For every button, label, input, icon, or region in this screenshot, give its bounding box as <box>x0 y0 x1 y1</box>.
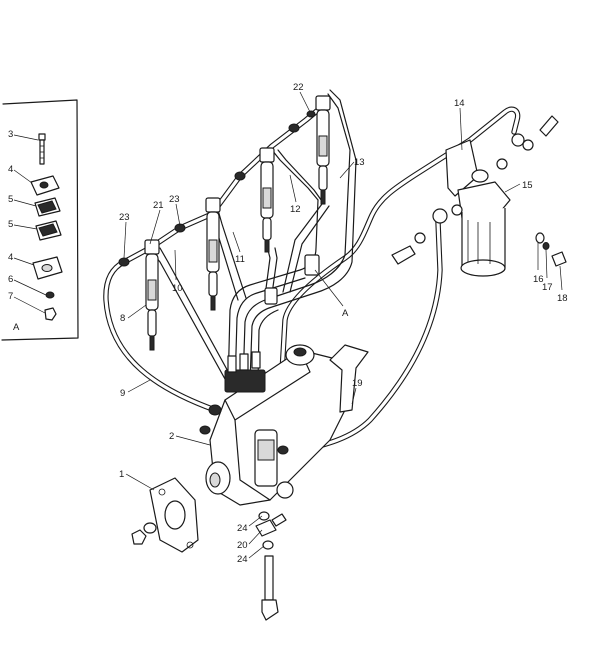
part-6-washer <box>45 291 55 299</box>
fuel-pipes <box>103 89 521 455</box>
callout-22: 22 <box>293 82 304 93</box>
callout-6: 6 <box>8 274 13 285</box>
washer-24-lower <box>262 540 274 550</box>
callout-20: 20 <box>237 540 248 551</box>
callout-15: 15 <box>522 180 533 191</box>
banjo-23-mid <box>174 223 186 233</box>
callout-16: 16 <box>533 274 544 285</box>
callout-4: 4 <box>8 252 13 263</box>
callout-19: 19 <box>352 378 363 389</box>
callout-3: 3 <box>8 129 13 140</box>
part-3-bolt <box>38 133 46 165</box>
part-1-flange-gasket <box>149 477 199 553</box>
callout-8: 8 <box>120 313 125 324</box>
banjo-fitting <box>234 171 246 181</box>
callout-10: 10 <box>172 283 183 294</box>
callout-12: 12 <box>290 204 301 215</box>
injector-8 <box>144 239 160 351</box>
washer-24-upper <box>258 511 270 521</box>
callout-a: A <box>342 308 349 319</box>
callout-23: 23 <box>169 194 180 205</box>
callout-labels: 3 4 5 5 4 6 7 A 1 2 8 9 10 11 12 13 14 1… <box>8 82 568 565</box>
flange-nut-washer <box>131 522 157 545</box>
callout-18: 18 <box>557 293 568 304</box>
washer-22 <box>306 110 316 118</box>
callout-17: 17 <box>542 282 553 293</box>
injector-12 <box>259 147 275 253</box>
callout-13: 13 <box>354 157 365 168</box>
callout-4: 4 <box>8 164 13 175</box>
pipe-clamp <box>264 287 278 305</box>
injector-13 <box>315 95 331 205</box>
bottom-banjo-set <box>255 511 287 621</box>
fuel-filter-assembly <box>391 115 567 277</box>
part-4-clamp-lower <box>32 256 63 280</box>
callout-23: 23 <box>119 212 130 223</box>
leader-lines <box>123 91 563 559</box>
banjo-bolt <box>264 555 274 601</box>
pipe-clamp-a <box>304 254 320 276</box>
banjo-fitting <box>288 123 300 133</box>
part-5-clamp-b <box>35 220 62 241</box>
callout-5: 5 <box>8 219 13 230</box>
callout-1: 1 <box>119 469 124 480</box>
detail-a-inset <box>1 99 79 341</box>
callout-24: 24 <box>237 523 248 534</box>
callout-9: 9 <box>120 388 125 399</box>
callout-7: 7 <box>8 291 13 302</box>
injection-pump <box>199 344 369 506</box>
callout-14: 14 <box>454 98 465 109</box>
callout-11: 11 <box>235 254 245 265</box>
part-4-clamp-upper <box>30 175 60 196</box>
injector-11 <box>205 197 221 311</box>
callout-5: 5 <box>8 194 13 205</box>
callout-21: 21 <box>153 200 164 211</box>
part-5-clamp-a <box>34 197 61 217</box>
part-7-nut <box>44 307 57 321</box>
callout-24: 24 <box>237 554 248 565</box>
banjo-23-left <box>118 257 130 267</box>
injectors <box>118 95 331 351</box>
callout-a-inset: A <box>13 322 20 333</box>
callout-2: 2 <box>169 431 174 442</box>
